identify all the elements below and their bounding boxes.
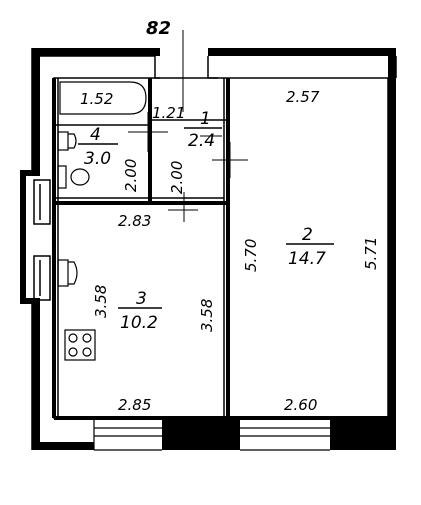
dim-kitchen-bottom: 2.85 [118, 396, 151, 414]
entry-marker [128, 30, 248, 222]
dim-room2-top: 2.57 [286, 88, 320, 106]
room-1-number: 1 [200, 109, 211, 129]
room-label-3: 3 10.2 [118, 289, 162, 333]
wall-outlines [31, 48, 397, 450]
room-label-4: 4 3.0 [78, 125, 118, 169]
sink-icon [57, 131, 77, 151]
room-label-1: 1 2.4 [184, 109, 222, 151]
dim-partition-height: 5.70 [242, 239, 260, 272]
stove-icon [64, 329, 96, 361]
room-4-area: 3.0 [84, 149, 111, 169]
room-3-number: 3 [136, 289, 147, 309]
window-left-upper [33, 179, 51, 225]
dim-hall-width: 1.21 [152, 104, 185, 122]
room-label-2: 2 14.7 [286, 225, 334, 269]
kitchen-sink-icon [57, 259, 78, 287]
dim-kitchen-left: 3.58 [92, 285, 110, 318]
dim-hall-height: 2.00 [168, 161, 186, 194]
plan-id-label: 82 [146, 18, 171, 39]
room-2-area: 14.7 [288, 249, 326, 269]
dim-kitchen-right: 3.58 [198, 299, 216, 332]
outer-walls [20, 48, 396, 450]
window-left-lower [33, 255, 51, 301]
dim-room2-height: 5.71 [362, 237, 380, 270]
thin-partitions [54, 78, 228, 418]
bathtub-icon [59, 81, 147, 115]
dim-room2-bottom: 2.60 [284, 396, 317, 414]
toilet-icon [57, 165, 90, 189]
dim-bath-height: 2.00 [122, 159, 140, 192]
room-1-area: 2.4 [188, 131, 215, 151]
room-4-number: 4 [90, 125, 101, 145]
window-bottom-right [240, 417, 330, 451]
dim-bath-width: 1.52 [80, 90, 113, 108]
room-3-area: 10.2 [120, 313, 158, 333]
room-2-number: 2 [302, 225, 313, 245]
interior-walls [52, 78, 388, 420]
window-bottom-left [93, 417, 162, 451]
dim-kitchen-top: 2.83 [118, 212, 151, 230]
